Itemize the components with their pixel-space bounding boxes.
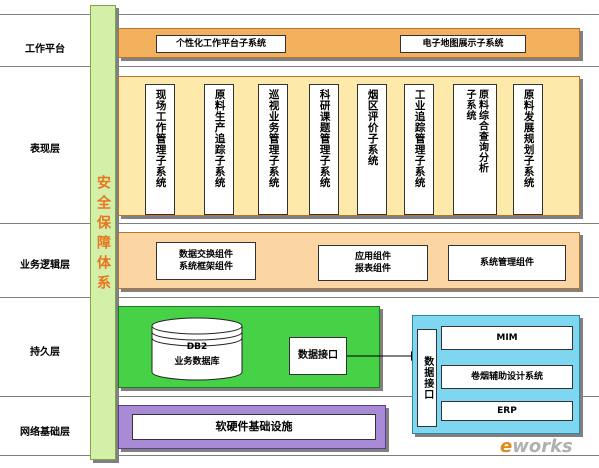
layer-label-business-logic: 业务逻辑层 [20, 260, 70, 271]
subsystem-planning-label: 原料发展规划子系统 [522, 89, 535, 188]
infrastructure-box: 软硬件基础设施 [132, 414, 376, 440]
component-framework-label: 系统框架组件 [178, 262, 233, 272]
separator [0, 66, 599, 67]
system-mim: MIM [441, 326, 573, 350]
subsystem-query-analysis: 原料综合查询分析子系统 [453, 84, 497, 215]
database-icon [151, 317, 243, 381]
external-data-interface-label: 数据接口 [421, 356, 433, 400]
security-system-column [90, 5, 116, 460]
component-exchange-framework: 数据交换组件 系统框架组件 [156, 242, 256, 280]
subsystem-research-label: 科研课题管理子系统 [318, 89, 331, 188]
data-interface-box: 数据接口 [289, 337, 347, 375]
separator [0, 297, 599, 298]
eworks-watermark: eworks [500, 436, 573, 457]
component-system-management: 系统管理组件 [448, 245, 566, 281]
layer-label-work-platform: 工作平台 [25, 44, 65, 55]
subsystem-site-work-label: 现场工作管理子系统 [154, 89, 167, 188]
arrow-icon [347, 351, 418, 361]
layer-label-persistence: 持久层 [30, 347, 60, 358]
separator [0, 455, 599, 456]
layer-label-network: 网络基础层 [20, 427, 70, 438]
subsystem-material-tracking: 原料生产追踪子系统 [204, 84, 234, 215]
subsystem-personal-platform: 个性化工作平台子系统 [156, 35, 286, 53]
system-cigarette-design: 卷烟辅助设计系统 [441, 365, 573, 389]
subsystem-industrial-tracking: 工业追踪管理子系统 [404, 84, 434, 215]
security-system-label: 安全保障体系 [95, 175, 111, 295]
system-erp: ERP [441, 401, 573, 421]
database-name: DB2 [186, 342, 208, 352]
subsystem-industrial-tracking-label: 工业追踪管理子系统 [413, 89, 426, 188]
subsystem-inspection: 巡视业务管理子系统 [258, 84, 288, 215]
external-data-interface: 数据接口 [417, 329, 437, 427]
subsystem-planning: 原料发展规划子系统 [513, 84, 543, 215]
separator [0, 396, 599, 397]
subsystem-region-eval-label: 烟区评价子系统 [366, 89, 379, 166]
component-exchange-label: 数据交换组件 [178, 249, 233, 260]
watermark-text: works [512, 436, 573, 457]
subsystem-query-analysis-label: 原料综合查询分析子系统 [464, 89, 488, 173]
component-app-label: 应用组件 [354, 251, 391, 262]
separator [0, 14, 599, 15]
watermark-prefix: e [500, 436, 513, 457]
subsystem-inspection-label: 巡视业务管理子系统 [267, 89, 280, 188]
component-report-label: 报表组件 [354, 264, 391, 274]
presentation-panel [118, 76, 580, 216]
subsystem-region-eval: 烟区评价子系统 [357, 84, 387, 215]
subsystem-research: 科研课题管理子系统 [309, 84, 339, 215]
separator [0, 223, 599, 224]
subsystem-e-map: 电子地图展示子系统 [400, 35, 526, 53]
subsystem-site-work: 现场工作管理子系统 [145, 84, 175, 215]
layer-label-presentation: 表现层 [30, 144, 60, 155]
component-app-report: 应用组件 报表组件 [318, 245, 428, 281]
database-label: 业务数据库 [174, 357, 220, 367]
subsystem-material-tracking-label: 原料生产追踪子系统 [213, 89, 226, 188]
